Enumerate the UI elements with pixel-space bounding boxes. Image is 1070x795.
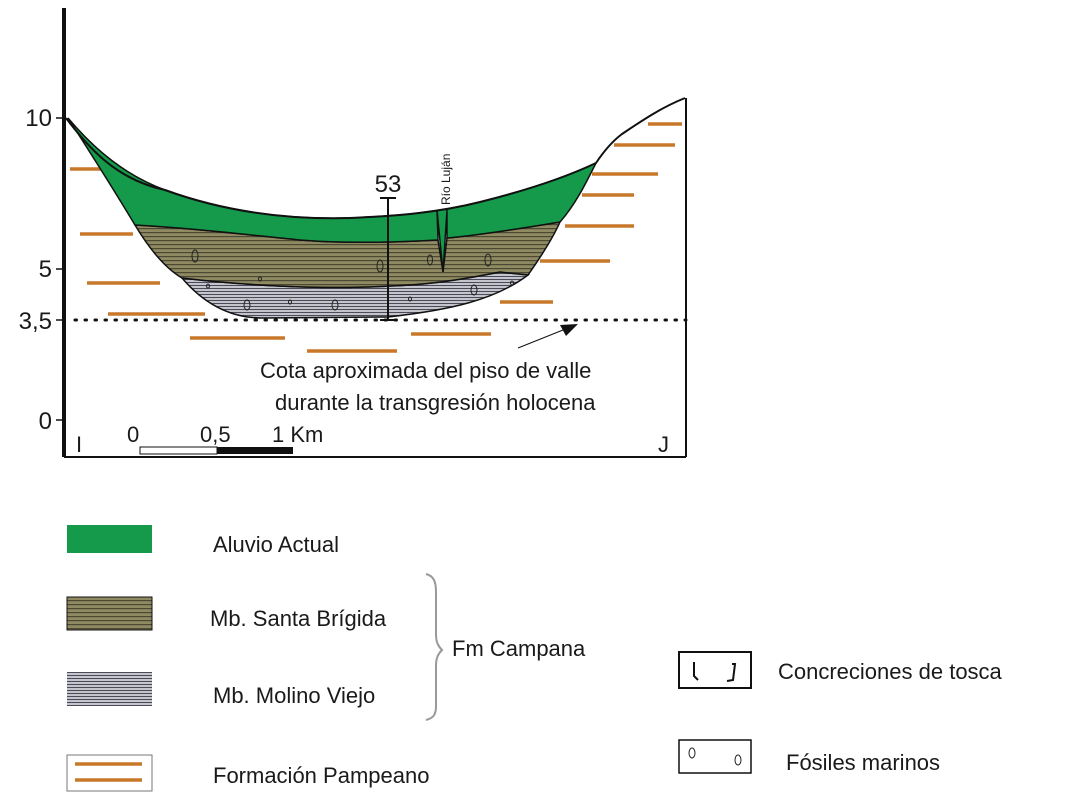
legend-swatch-pampeano — [66, 754, 153, 792]
legend-label-fm-campana: Fm Campana — [452, 636, 586, 661]
y-tick-10: 10 — [25, 105, 52, 132]
borehole-53 — [380, 197, 396, 321]
section-end-right: J — [658, 432, 669, 457]
marine-fossils — [191, 249, 514, 311]
ground-surface-line — [65, 97, 686, 220]
scale-bar — [139, 446, 293, 455]
scale-label-0-5: 0,5 — [200, 422, 231, 447]
legend-label-santa-brigida: Mb. Santa Brígida — [210, 606, 387, 631]
pampeano-layer-dashes — [70, 122, 682, 353]
scale-label-0: 0 — [127, 422, 139, 447]
legend-swatch-tosca — [678, 651, 752, 689]
y-tick-5: 5 — [39, 256, 52, 283]
annotation-arrow — [517, 324, 578, 349]
legend-swatch-molino-viejo — [67, 672, 152, 706]
legend-swatch-aluvio — [67, 525, 152, 553]
y-tick-3-5: 3,5 — [19, 308, 52, 335]
legend-label-fosiles: Fósiles marinos — [786, 750, 941, 775]
river-label: Río Luján — [439, 154, 453, 205]
legend-label-molino-viejo: Mb. Molino Viejo — [213, 683, 376, 708]
legend-label-tosca: Concreciones de tosca — [778, 659, 1002, 684]
legend-label-aluvio: Aluvio Actual — [213, 532, 339, 557]
legend-swatch-fosiles — [678, 739, 752, 774]
section-end-left: I — [76, 432, 82, 457]
annotation-line-2: durante la transgresión holocena — [275, 390, 596, 415]
scale-label-1km: 1 Km — [272, 422, 323, 447]
fm-campana-brace — [425, 573, 444, 721]
section-frame — [62, 8, 687, 458]
y-tick-0: 0 — [39, 408, 52, 435]
annotation-line-1: Cota aproximada del piso de valle — [260, 358, 591, 383]
borehole-label: 53 — [375, 171, 402, 198]
legend-swatch-santa-brigida — [66, 596, 153, 631]
legend-label-pampeano: Formación Pampeano — [213, 763, 430, 788]
y-axis-ticks — [56, 117, 64, 421]
